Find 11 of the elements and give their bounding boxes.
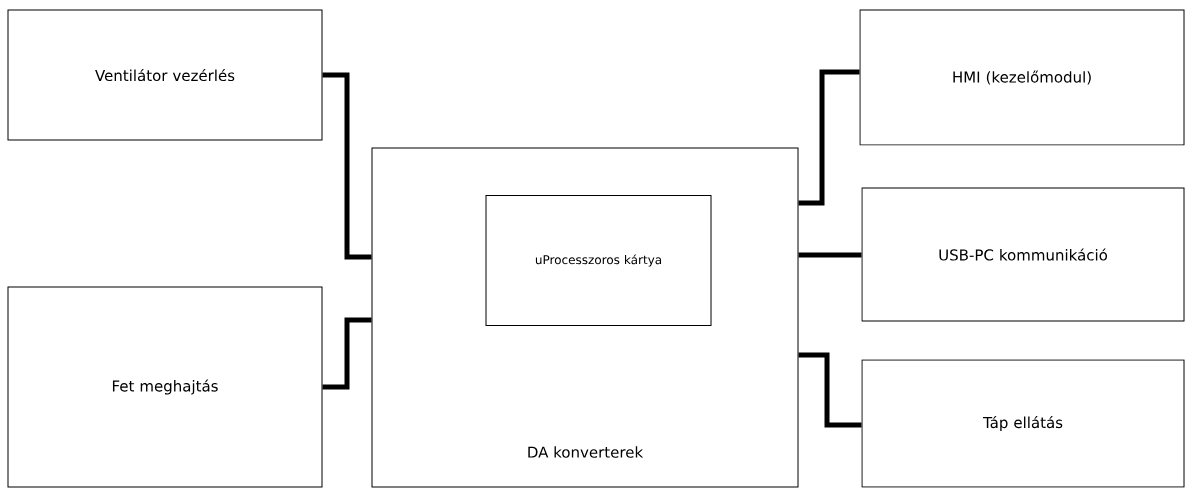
block-box: Táp ellátás — [861, 359, 1185, 488]
connector-line — [798, 69, 860, 206]
block-box: Ventilátor vezérlés — [7, 9, 323, 141]
block-box: Fet meghajtás — [7, 286, 323, 488]
connector-line — [322, 317, 372, 390]
connector-line — [798, 352, 862, 428]
connector-line — [798, 252, 862, 258]
block-box: HMI (kezelőmodul) — [859, 9, 1185, 146]
connector-line — [322, 72, 372, 260]
block-box: USB-PC kommunikáció — [861, 187, 1185, 322]
inner-box: uProcesszoros kártya — [485, 195, 712, 326]
